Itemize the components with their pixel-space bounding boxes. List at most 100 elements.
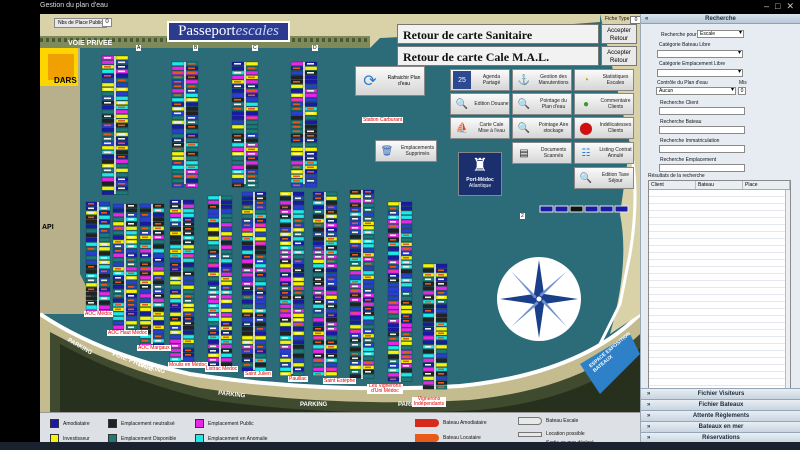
boat-marker[interactable] bbox=[282, 337, 288, 339]
boat-marker[interactable] bbox=[104, 66, 111, 68]
boat-marker[interactable] bbox=[223, 336, 229, 339]
commentaire-clients-button[interactable]: ● Commentaire Clients bbox=[574, 93, 634, 115]
boat-marker[interactable] bbox=[257, 314, 263, 317]
boat-marker[interactable] bbox=[352, 191, 358, 193]
berth-slot[interactable] bbox=[279, 223, 292, 228]
boat-marker[interactable] bbox=[352, 258, 358, 261]
berth-slot[interactable] bbox=[400, 215, 413, 220]
boat-marker[interactable] bbox=[425, 274, 431, 276]
berth-slot[interactable] bbox=[292, 209, 305, 214]
boat-marker[interactable] bbox=[352, 294, 358, 297]
berth-slot[interactable] bbox=[349, 320, 362, 325]
berth-slot[interactable] bbox=[207, 227, 220, 232]
berth-slot[interactable] bbox=[304, 97, 318, 102]
boat-marker[interactable] bbox=[390, 320, 396, 322]
berth-slot[interactable] bbox=[152, 212, 165, 217]
boat-marker[interactable] bbox=[142, 214, 148, 216]
boat-marker[interactable] bbox=[248, 67, 255, 70]
boat-marker[interactable] bbox=[234, 85, 241, 88]
berth-slot[interactable] bbox=[325, 272, 338, 277]
boat-marker[interactable] bbox=[234, 135, 241, 137]
berth-slot[interactable] bbox=[115, 127, 129, 132]
boat-marker[interactable] bbox=[188, 63, 195, 65]
boat-marker[interactable] bbox=[307, 63, 314, 65]
berth-slot[interactable] bbox=[387, 323, 400, 328]
berth-slot[interactable] bbox=[362, 356, 375, 361]
berth-slot[interactable] bbox=[362, 347, 375, 352]
rafraichir-plan-button[interactable]: ⟳ Rafraichir Plan d'eau bbox=[355, 66, 425, 96]
berth-slot[interactable] bbox=[400, 327, 413, 332]
boat-marker[interactable] bbox=[223, 341, 229, 343]
boat-marker[interactable] bbox=[172, 327, 178, 329]
boat-marker[interactable] bbox=[185, 295, 191, 298]
berth-slot[interactable] bbox=[362, 270, 375, 275]
boat-marker[interactable] bbox=[390, 338, 396, 340]
boat-marker[interactable] bbox=[88, 279, 94, 282]
mis-input[interactable]: 0 bbox=[738, 87, 746, 95]
boat-marker[interactable] bbox=[185, 304, 191, 307]
boat-marker[interactable] bbox=[88, 207, 94, 210]
berth-slot[interactable] bbox=[422, 313, 435, 318]
boat-marker[interactable] bbox=[403, 302, 409, 304]
berth-slot[interactable] bbox=[254, 209, 267, 214]
boat-marker[interactable] bbox=[390, 360, 396, 363]
result-row[interactable] bbox=[649, 253, 790, 260]
results-scrollbar[interactable] bbox=[785, 190, 790, 396]
boat-marker[interactable] bbox=[174, 139, 181, 142]
berth-slot[interactable] bbox=[139, 275, 152, 280]
berth-slot[interactable] bbox=[292, 263, 305, 268]
berth-slot[interactable] bbox=[182, 285, 195, 290]
column-bateau[interactable]: Bateau bbox=[696, 181, 743, 189]
berth-slot[interactable] bbox=[182, 244, 195, 249]
berth-slot[interactable] bbox=[169, 240, 182, 245]
boat-marker[interactable] bbox=[128, 241, 134, 243]
boat-marker[interactable] bbox=[172, 318, 178, 320]
berth-slot[interactable] bbox=[231, 160, 245, 165]
boat-marker[interactable] bbox=[328, 224, 334, 227]
boat-marker[interactable] bbox=[172, 291, 178, 293]
berth-slot[interactable] bbox=[125, 280, 138, 285]
boat-marker[interactable] bbox=[307, 153, 314, 155]
berth-slot[interactable] bbox=[584, 205, 599, 213]
berth-slot[interactable] bbox=[325, 371, 338, 376]
berth-slot[interactable] bbox=[422, 367, 435, 372]
berth-slot[interactable] bbox=[85, 237, 98, 242]
berth-slot[interactable] bbox=[220, 249, 233, 254]
result-row[interactable] bbox=[649, 239, 790, 246]
boat-marker[interactable] bbox=[282, 274, 288, 276]
berth-slot[interactable] bbox=[362, 203, 375, 208]
agenda-button[interactable]: 25 Agenda Partagé bbox=[450, 69, 510, 91]
berth-slot[interactable] bbox=[400, 219, 413, 224]
boat-marker[interactable] bbox=[172, 358, 178, 361]
berth-slot[interactable] bbox=[115, 168, 129, 173]
boat-marker[interactable] bbox=[128, 277, 134, 279]
berth-slot[interactable] bbox=[241, 299, 254, 304]
berth-slot[interactable] bbox=[207, 258, 220, 263]
berth-slot[interactable] bbox=[292, 299, 305, 304]
boat-marker[interactable] bbox=[142, 254, 148, 257]
berth-slot[interactable] bbox=[254, 362, 267, 367]
berth-slot[interactable] bbox=[312, 304, 325, 309]
berth-slot[interactable] bbox=[182, 325, 195, 330]
berth-slot[interactable] bbox=[325, 191, 338, 196]
berth-slot[interactable] bbox=[101, 154, 115, 159]
boat-marker[interactable] bbox=[315, 341, 321, 344]
boat-marker[interactable] bbox=[188, 72, 195, 74]
berth-slot[interactable] bbox=[279, 277, 292, 282]
berth-slot[interactable] bbox=[312, 272, 325, 277]
berth-slot[interactable] bbox=[279, 304, 292, 309]
boat-marker[interactable] bbox=[293, 171, 300, 173]
boat-marker[interactable] bbox=[115, 241, 121, 243]
accordion-reservations[interactable]: »Réservations bbox=[641, 432, 800, 443]
boat-marker[interactable] bbox=[172, 210, 178, 212]
berth-slot[interactable] bbox=[304, 79, 318, 84]
berth-slot[interactable] bbox=[254, 250, 267, 255]
boat-marker[interactable] bbox=[282, 229, 288, 231]
boat-marker[interactable] bbox=[185, 300, 191, 302]
berth-slot[interactable] bbox=[171, 156, 185, 161]
boat-marker[interactable] bbox=[365, 200, 371, 202]
berth-slot[interactable] bbox=[245, 160, 259, 165]
boat-marker[interactable] bbox=[315, 328, 321, 330]
berth-slot[interactable] bbox=[85, 282, 98, 287]
berth-slot[interactable] bbox=[325, 200, 338, 205]
